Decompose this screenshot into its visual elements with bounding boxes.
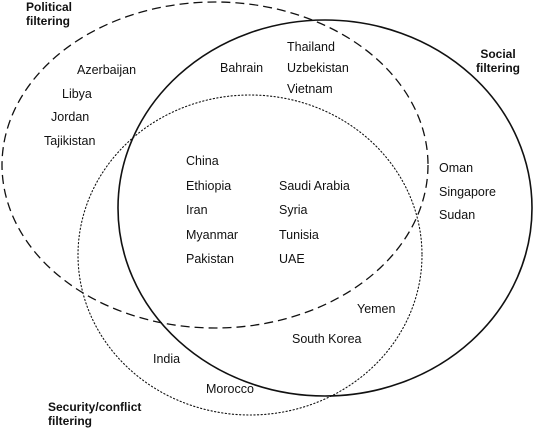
country-china: China [186,154,219,168]
social-filtering-circle [117,19,533,397]
country-bahrain: Bahrain [220,61,264,75]
country-singapore: Singapore [439,185,496,199]
country-vietnam: Vietnam [287,82,333,96]
country-thailand: Thailand [287,40,335,54]
country-tunisia: Tunisia [279,228,319,242]
country-azerbaijan: Azerbaijan [77,63,137,77]
country-uzbekistan: Uzbekistan [287,61,349,75]
security-filtering-label: Security/conflict filtering [48,400,142,428]
political-filtering-label: Political filtering [26,0,73,28]
country-uae: UAE [279,252,305,266]
country-south-korea: South Korea [292,332,362,346]
social-filtering-label: Social filtering [476,47,520,75]
country-syria: Syria [279,203,308,217]
country-india: India [153,352,181,366]
country-yemen: Yemen [357,302,396,316]
country-ethiopia: Ethiopia [186,179,232,193]
country-iran: Iran [186,203,208,217]
country-jordan: Jordan [51,110,90,124]
country-libya: Libya [62,87,92,101]
security-filtering-circle [77,94,423,416]
country-oman: Oman [439,161,474,175]
country-tajikistan: Tajikistan [44,134,96,148]
country-pakistan: Pakistan [186,252,234,266]
country-myanmar: Myanmar [186,228,239,242]
political-filtering-circle [1,1,429,329]
country-sudan: Sudan [439,208,476,222]
country-morocco: Morocco [206,382,254,396]
country-saudi-arabia: Saudi Arabia [279,179,350,193]
